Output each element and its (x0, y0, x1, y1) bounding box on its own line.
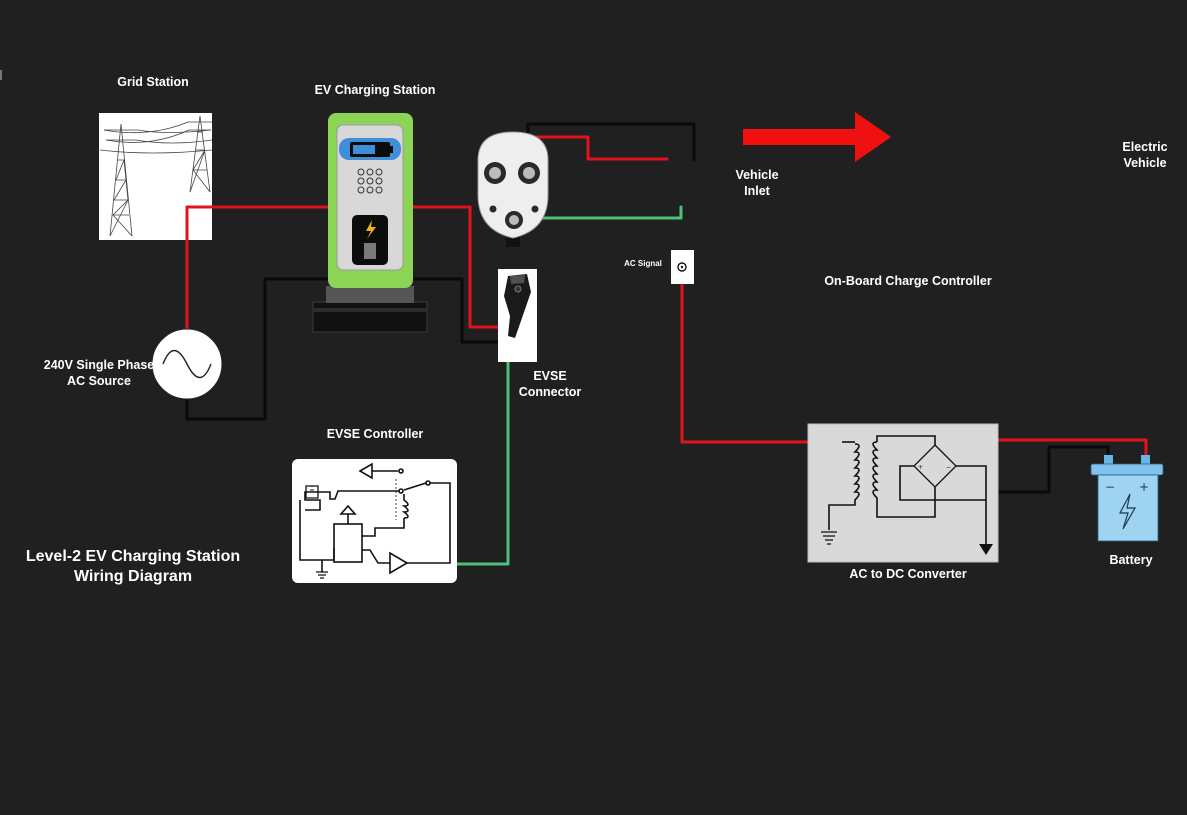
svg-text:−: − (1105, 480, 1115, 494)
svg-text:+: + (1139, 480, 1149, 494)
live-wire-source (185, 205, 332, 332)
ac-signal-label: AC Signal (624, 259, 662, 268)
ev-charging-station-label: EV Charging Station (314, 83, 436, 97)
neutral-wire-source (185, 277, 332, 421)
svg-text:−: − (946, 464, 951, 471)
svg-text:+: + (918, 464, 923, 471)
signal-wire-controller (454, 358, 510, 566)
right-arrow-icon (743, 112, 891, 162)
ac-dc-converter-label: AC to DC Converter (849, 567, 967, 581)
power-pylon-icon (99, 113, 213, 240)
battery-icon: − + (1090, 455, 1164, 542)
evse-controller-label: EVSE Controller (326, 427, 424, 441)
neutral-wire-connector (410, 277, 505, 344)
vehicle-inlet-icon (477, 131, 549, 247)
battery-label: Battery (1109, 553, 1153, 567)
ac-dc-converter-schematic: +− (807, 423, 999, 563)
sine-wave-icon (151, 328, 223, 400)
electric-vehicle-label: Electric Vehicle (1122, 140, 1168, 170)
evse-connector-label: EVSE Connector (518, 369, 582, 399)
charging-station-icon (312, 113, 428, 333)
live-wire-connector (410, 205, 505, 329)
ev-plug-icon (498, 269, 537, 362)
on-board-charge-controller-label: On-Board Charge Controller (824, 274, 992, 288)
grid-station-label: Grid Station (117, 75, 189, 89)
ac-signal-terminal (671, 250, 694, 284)
evse-controller-schematic (292, 459, 457, 583)
vehicle-inlet-label: Vehicle Inlet (735, 168, 779, 198)
inlet-neutral-wire (526, 122, 696, 172)
battery-neutral-wire (984, 445, 1110, 494)
ac-source-label: 240V Single Phase AC Source (43, 358, 155, 388)
diagram-title: Level-2 EV Charging Station Wiring Diagr… (25, 548, 241, 585)
ac-signal-wire (680, 274, 844, 444)
